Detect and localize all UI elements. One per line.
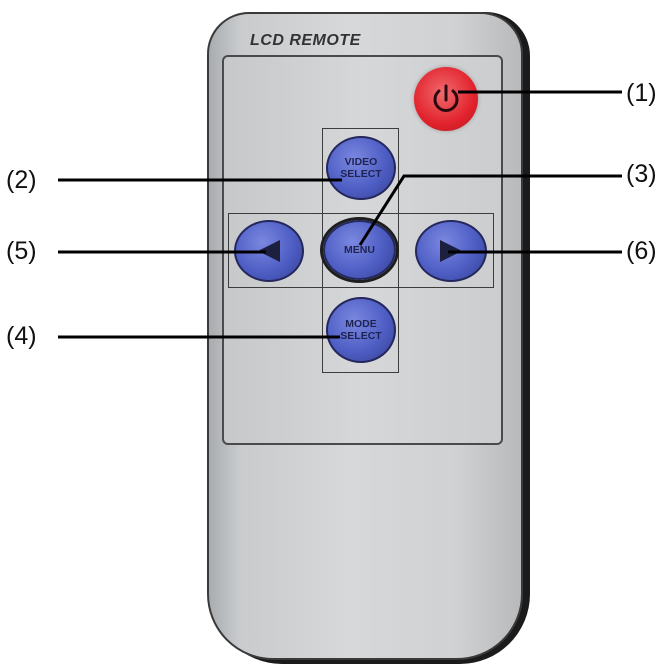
power-button[interactable]	[414, 67, 478, 131]
callout-4: (4)	[6, 322, 37, 350]
video-select-label: VIDEO SELECT	[340, 156, 382, 180]
brand-label: LCD REMOTE	[250, 32, 361, 49]
callout-5: (5)	[6, 237, 37, 265]
mode-select-label: MODE SELECT	[340, 318, 382, 342]
power-icon	[433, 84, 459, 112]
callout-6: (6)	[626, 237, 657, 265]
menu-button[interactable]: MENU	[323, 220, 396, 280]
dpad-outline-vertical	[322, 128, 399, 373]
arrow-left-icon	[258, 240, 280, 262]
leader-line-3	[358, 174, 622, 246]
callout-1: (1)	[626, 79, 657, 107]
menu-label: MENU	[344, 244, 375, 256]
callout-3: (3)	[626, 160, 657, 188]
mode-select-button[interactable]: MODE SELECT	[326, 297, 396, 363]
video-select-button[interactable]: VIDEO SELECT	[326, 136, 396, 200]
callout-2: (2)	[6, 166, 37, 194]
